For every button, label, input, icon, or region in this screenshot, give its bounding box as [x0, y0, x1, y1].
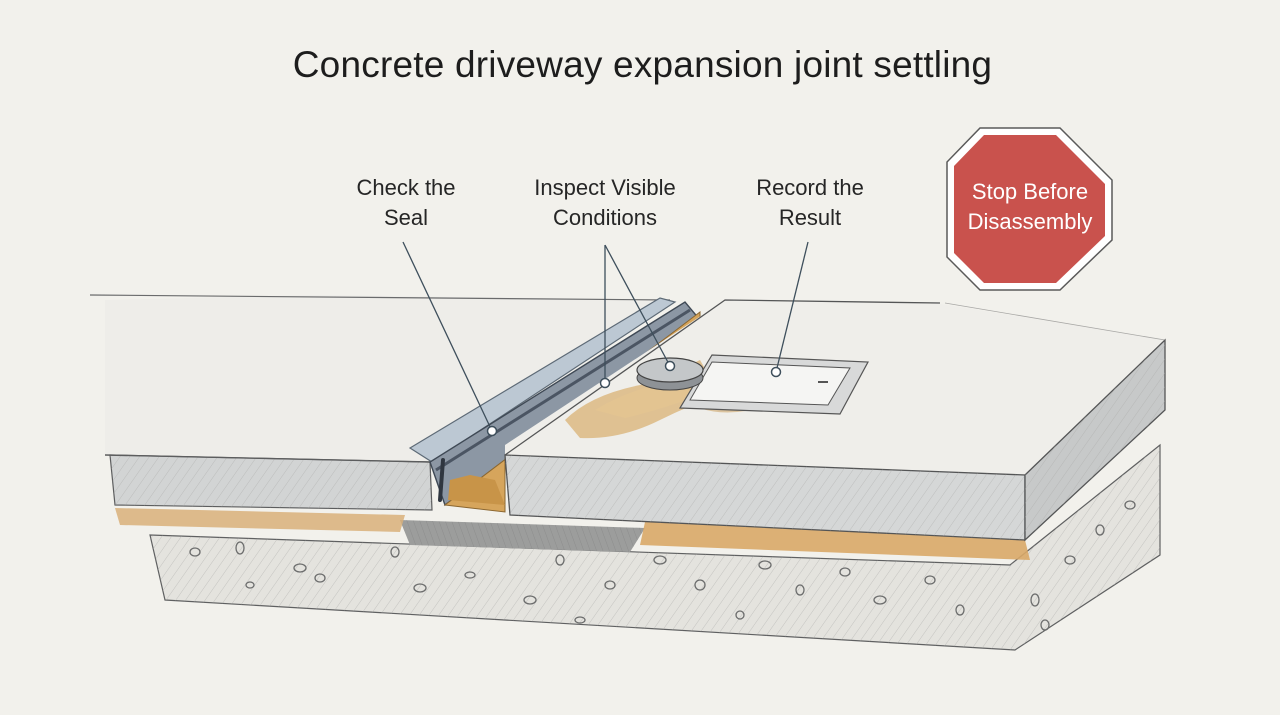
callout-record-result: Record the Result	[726, 173, 894, 233]
stop-sign-line1: Stop Before	[971, 179, 1089, 204]
leader-lines	[402, 241, 809, 432]
gravel-stones	[189, 500, 1136, 631]
access-plate	[689, 361, 851, 406]
callout-inspect-conditions: Inspect Visible Conditions	[510, 173, 700, 233]
sand-layer-left	[115, 508, 405, 532]
callout-check-seal-line2: Seal	[383, 205, 429, 230]
leader-inspect-b	[604, 244, 671, 367]
callout-inspect-line2: Conditions	[553, 205, 657, 230]
callout-inspect-line1: Inspect Visible	[534, 175, 676, 200]
stop-sign-face	[954, 135, 1105, 283]
callout-record-line2: Result	[778, 205, 842, 230]
callout-check-seal: Check the Seal	[326, 173, 486, 233]
leader-record	[775, 241, 809, 373]
callout-record-line1: Record the	[756, 175, 864, 200]
callout-check-seal-line1: Check the	[356, 175, 456, 200]
leader-dots	[486, 360, 782, 437]
page-title: Concrete driveway expansion joint settli…	[292, 44, 993, 85]
sand-layer-right	[640, 522, 1030, 560]
stop-sign-label: Stop Before Disassembly	[950, 177, 1110, 237]
stop-sign-line2: Disassembly	[967, 209, 1093, 234]
left-slab-top	[105, 295, 675, 462]
leader-check-seal	[402, 241, 493, 432]
